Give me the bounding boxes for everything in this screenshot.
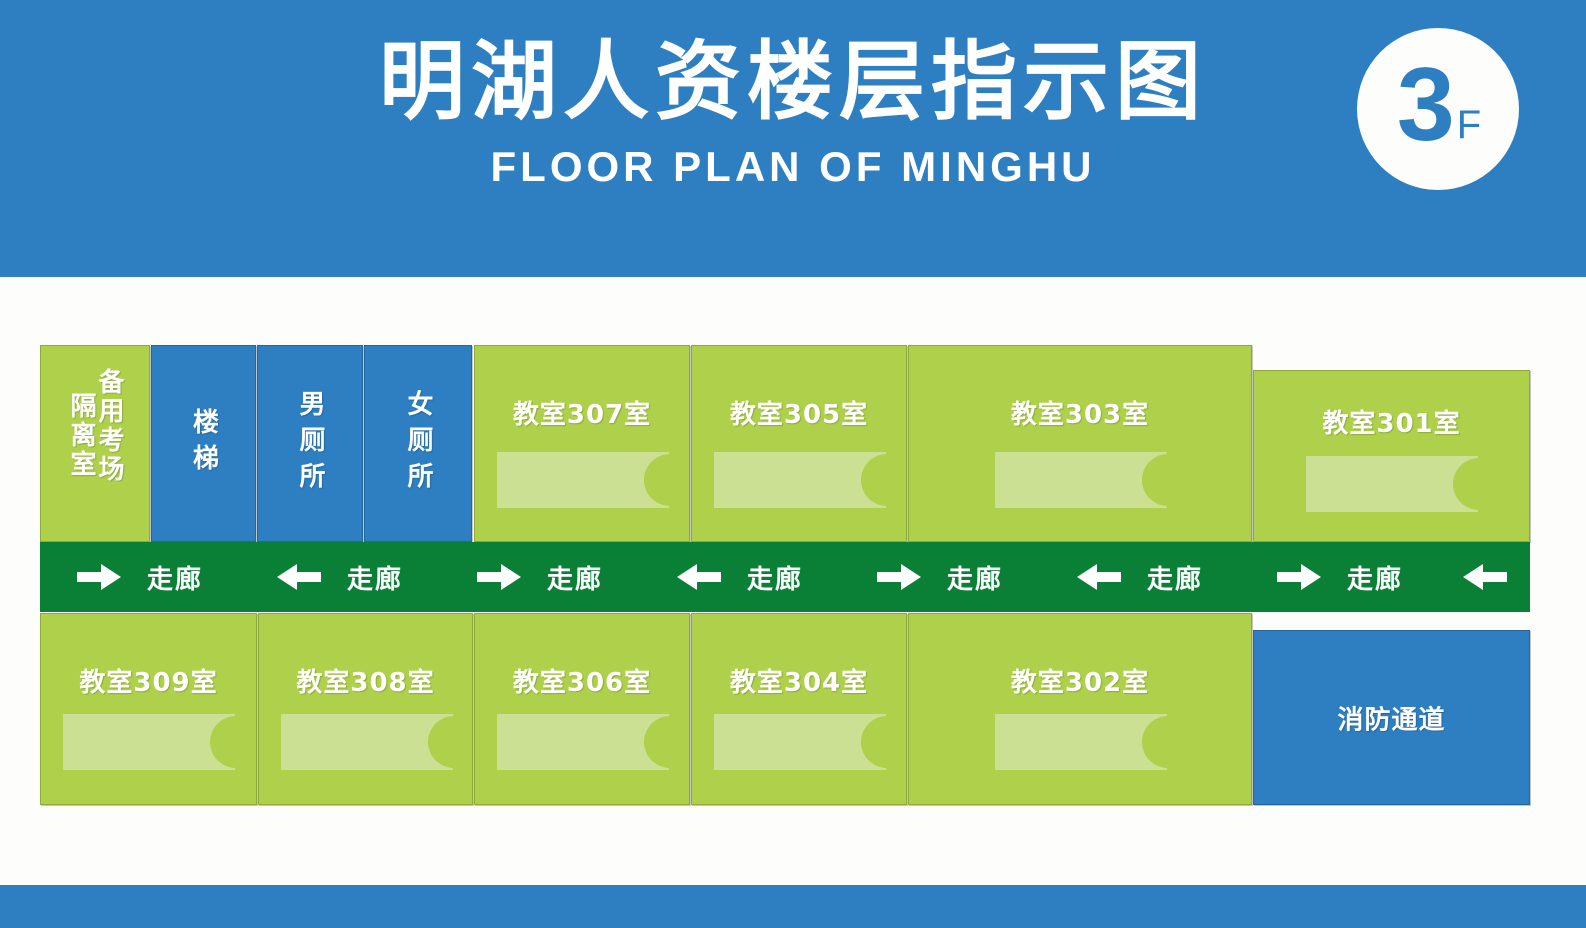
corridor-segment-end: [1440, 564, 1530, 590]
arrow-right-icon: [76, 564, 121, 590]
room-label-306: 教室306室: [512, 668, 652, 698]
room-309[interactable]: 教室309室: [40, 613, 257, 805]
desk-notch-icon: [861, 454, 887, 506]
corridor-segment: 走廊: [840, 559, 1040, 596]
arrow-left-icon: [1076, 564, 1121, 590]
desk-notch-icon: [644, 716, 670, 768]
vertical-label-group: 男厕所: [258, 346, 362, 541]
room-label-womens-restroom: 女厕所: [403, 389, 433, 498]
arrow-right-icon: [876, 564, 921, 590]
room-304[interactable]: 教室304室: [691, 613, 907, 805]
room-305[interactable]: 教室305室: [691, 345, 907, 542]
desk-icon: [995, 452, 1168, 508]
desk-notch-icon: [1142, 454, 1168, 506]
desk-notch-icon: [428, 716, 454, 768]
vertical-label-group: 楼梯: [152, 346, 255, 541]
room-301[interactable]: 教室301室: [1253, 370, 1530, 542]
page-title-en: FLOOR PLAN OF MINGHU: [490, 142, 1096, 190]
room-label-304: 教室304室: [729, 668, 869, 698]
room-fire-escape[interactable]: 消防通道: [1253, 630, 1530, 805]
vertical-label-group: 女厕所: [365, 346, 471, 541]
room-label-308: 教室308室: [296, 668, 435, 698]
corridor-label: 走廊: [1146, 564, 1203, 595]
page-footer: [0, 885, 1586, 928]
corridor-label: 走廊: [146, 564, 203, 595]
room-label-303: 教室303室: [1010, 400, 1150, 430]
page-title-cn: 明湖人资楼层指示图: [379, 32, 1207, 132]
room-label-spare-exam: 备用考场: [94, 368, 124, 484]
desk-notch-icon: [861, 716, 887, 768]
room-307[interactable]: 教室307室: [474, 345, 690, 542]
room-label-309: 教室309室: [79, 668, 218, 698]
room-label-mens-restroom: 男厕所: [295, 389, 325, 498]
arrow-left-icon: [676, 564, 721, 590]
room-label-isolation: 隔离室: [66, 392, 96, 479]
desk-notch-icon: [210, 716, 236, 768]
room-label-stairs: 楼梯: [188, 407, 219, 480]
corridor-label: 走廊: [1346, 564, 1403, 595]
corridor-label: 走廊: [546, 564, 603, 595]
corridor-label: 走廊: [346, 564, 403, 595]
room-stairs[interactable]: 楼梯: [151, 345, 256, 542]
arrow-left-icon: [276, 564, 321, 590]
room-label-305: 教室305室: [729, 400, 869, 430]
corridor-label: 走廊: [746, 564, 803, 595]
room-label-fire-escape: 消防通道: [1337, 705, 1446, 735]
arrow-left-icon: [1463, 564, 1507, 590]
room-label-301: 教室301室: [1322, 409, 1461, 439]
room-label-302: 教室302室: [1010, 668, 1150, 698]
desk-notch-icon: [644, 454, 670, 506]
corridor-segment: 走廊: [240, 559, 440, 596]
corridor-band: 走廊 走廊 走廊 走廊 走廊: [40, 542, 1530, 612]
corridor-segment: 走廊: [1040, 559, 1240, 596]
arrow-right-icon: [476, 564, 521, 590]
floor-plan-canvas: 备用考场 隔离室 楼梯 男厕所 女厕所 教室307室 教室305室 教室303室: [0, 277, 1586, 885]
corridor-segment: 走廊: [640, 559, 840, 596]
desk-icon: [1306, 456, 1479, 512]
room-spare-exam-isolation[interactable]: 备用考场 隔离室: [40, 345, 150, 542]
desk-icon: [497, 714, 670, 770]
corridor-label: 走廊: [946, 564, 1003, 595]
desk-icon: [281, 714, 454, 770]
corridor-segment: 走廊: [1240, 559, 1440, 596]
room-306[interactable]: 教室306室: [474, 613, 690, 805]
corridor-segment: 走廊: [440, 559, 640, 596]
desk-notch-icon: [1142, 716, 1168, 768]
room-303[interactable]: 教室303室: [908, 345, 1252, 542]
arrow-right-icon: [1276, 564, 1321, 590]
title-block: 明湖人资楼层指示图 FLOOR PLAN OF MINGHU: [0, 36, 1586, 191]
room-womens-restroom[interactable]: 女厕所: [364, 345, 472, 542]
desk-icon: [714, 714, 887, 770]
desk-icon: [995, 714, 1168, 770]
desk-notch-icon: [1453, 458, 1479, 510]
room-302[interactable]: 教室302室: [908, 613, 1252, 805]
vertical-label-group: 备用考场 隔离室: [41, 346, 149, 541]
corridor-segment: 走廊: [40, 559, 240, 596]
room-label-307: 教室307室: [512, 400, 652, 430]
floor-number: 3: [1396, 47, 1455, 163]
room-308[interactable]: 教室308室: [258, 613, 473, 805]
desk-icon: [63, 714, 236, 770]
desk-icon: [497, 452, 670, 508]
room-mens-restroom[interactable]: 男厕所: [257, 345, 363, 542]
desk-icon: [714, 452, 887, 508]
floor-suffix: F: [1456, 103, 1482, 147]
